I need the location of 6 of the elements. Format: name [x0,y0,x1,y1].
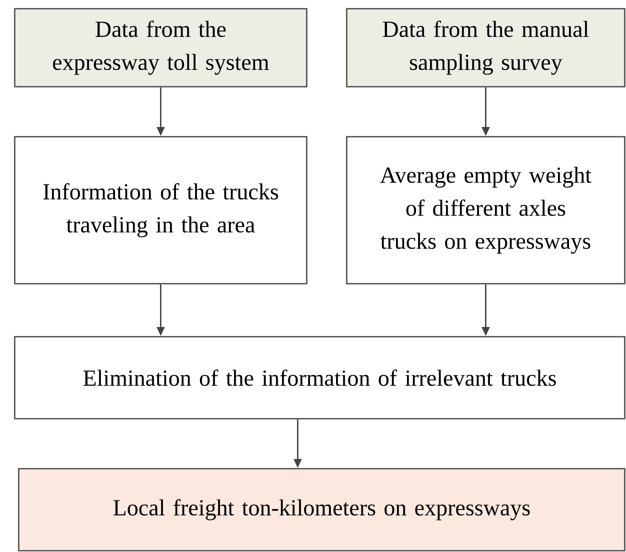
process-box: Elimination of the information of irrelevant trucks [14,336,626,420]
result-box: Local freight ton-kilometers on expressways [18,468,626,552]
source-box: Data from the expressway toll system [14,8,308,88]
process-box: Information of the trucks traveling in the area [14,136,308,284]
process-box: Average empty weight of different axles trucks on expressways [346,136,626,284]
source-box: Data from the manual sampling survey [346,8,626,88]
